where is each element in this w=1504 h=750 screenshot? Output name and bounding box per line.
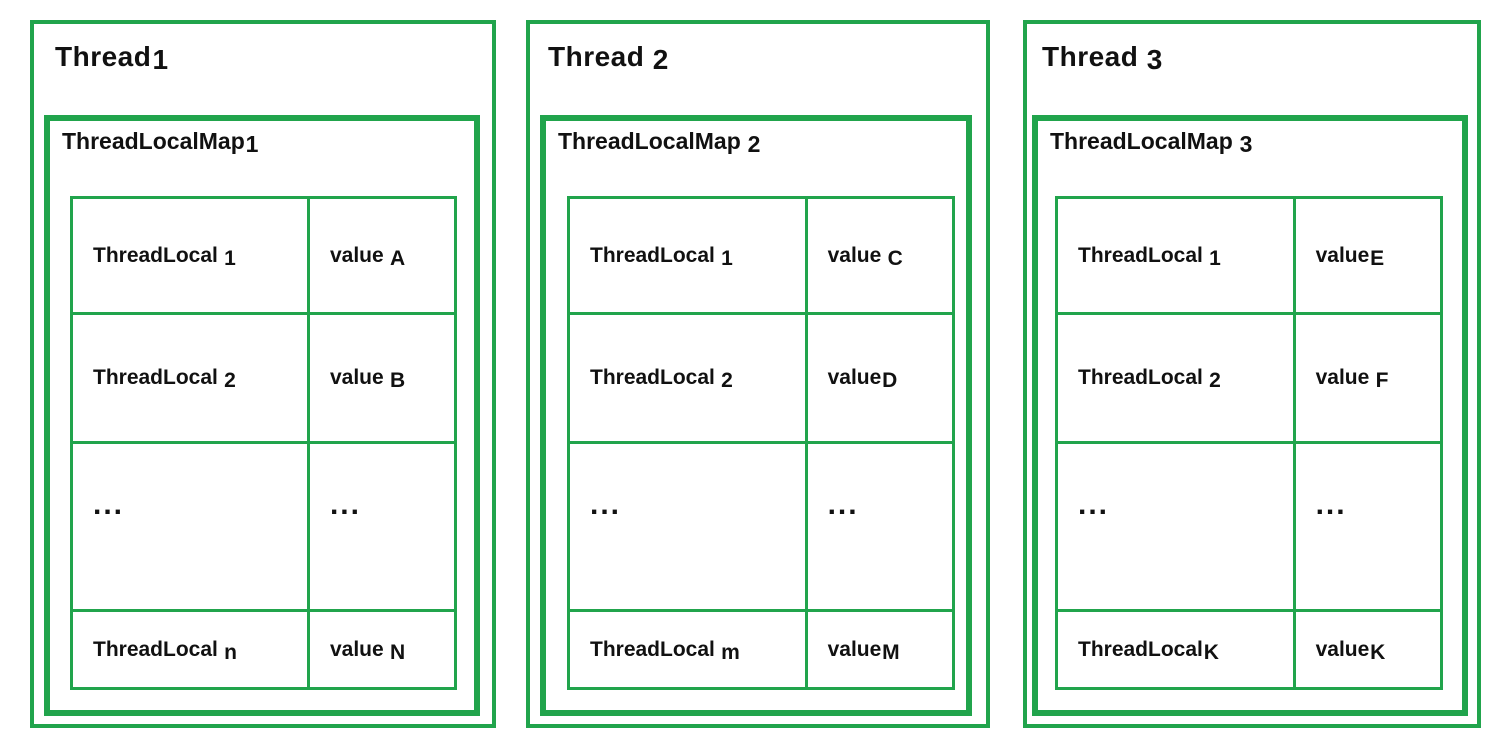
thread-1-title: Thread1 [55,41,169,75]
value-label: value [827,637,882,661]
threadlocal-key-label: ThreadLocal [590,366,715,389]
value-label: value [329,243,384,267]
threadlocal-key-number: 1 [224,246,236,270]
ellipsis-cell: ... [1295,444,1440,612]
ellipsis-cell: ... [570,444,808,612]
threadlocal-key-number: 2 [224,369,236,392]
threadlocal-key-number: 2 [721,369,733,392]
value-letter: A [389,246,406,270]
value-letter: D [882,369,898,392]
value-label: value [329,366,384,389]
threadlocal-key-cell: ThreadLocal 2 [570,315,808,444]
threadlocal-key-number: m [721,640,740,664]
threadlocal-key-label: ThreadLocal [93,366,218,389]
value-letter: E [1370,246,1385,270]
thread-title-number: 2 [652,44,669,75]
threadlocal-key-label: ThreadLocal [93,243,218,267]
threadlocal-key-label: ThreadLocal [1078,637,1203,661]
threadlocal-key-number: 2 [1209,369,1221,392]
map-title-text: ThreadLocalMap [558,128,741,154]
value-label: value [1315,243,1370,267]
ellipsis-label: ... [329,487,361,521]
threadlocal-key-label: ThreadLocal [93,637,218,661]
threadlocal-key-cell: ThreadLocal 2 [73,315,310,444]
thread-title-text: Thread [55,41,152,72]
map-title-number: 2 [747,131,761,157]
value-label: value [827,243,882,267]
thread-title-number: 1 [152,44,169,75]
threadlocal-key-label: ThreadLocal [590,243,715,267]
ellipsis-cell: ... [807,444,952,612]
threadlocal-key-label: ThreadLocal [1078,243,1203,267]
ellipsis-label: ... [1078,487,1110,521]
thread-title-text: Thread [1042,41,1139,72]
ellipsis-cell: ... [73,444,310,612]
value-letter: C [887,246,903,270]
value-letter: B [389,369,406,392]
threadlocal-key-number: n [224,640,237,664]
threadlocal-key-cell: ThreadLocal 2 [1058,315,1296,444]
ellipsis-label: ... [827,487,859,521]
value-letter: F [1375,369,1389,392]
threadlocalmap-1-title: ThreadLocalMap1 [62,128,259,157]
value-label: value [329,637,384,661]
value-label: value [827,366,882,389]
ellipsis-label: ... [590,487,622,521]
ellipsis-label: ... [1315,487,1347,521]
threadlocal-key-number: 1 [1209,246,1221,270]
thread-title-number: 3 [1146,44,1163,75]
threadlocal-key-number: K [1203,640,1219,664]
map-title-number: 1 [245,131,259,157]
threadlocal-key-label: ThreadLocal [1078,366,1203,389]
map-title-text: ThreadLocalMap [62,128,245,154]
map-title-number: 3 [1239,131,1253,157]
ellipsis-cell: ... [1058,444,1296,612]
value-label: value [1315,637,1370,661]
value-letter: N [389,640,406,664]
value-letter: K [1370,640,1386,664]
value-letter: M [882,640,900,664]
value-label: value [1315,366,1370,389]
ellipsis-label: ... [93,487,125,521]
threadlocal-key-label: ThreadLocal [590,637,715,661]
map-title-text: ThreadLocalMap [1050,128,1233,154]
thread-title-text: Thread [548,41,645,72]
ellipsis-cell: ... [309,444,454,612]
threadlocal-key-number: 1 [721,246,733,270]
